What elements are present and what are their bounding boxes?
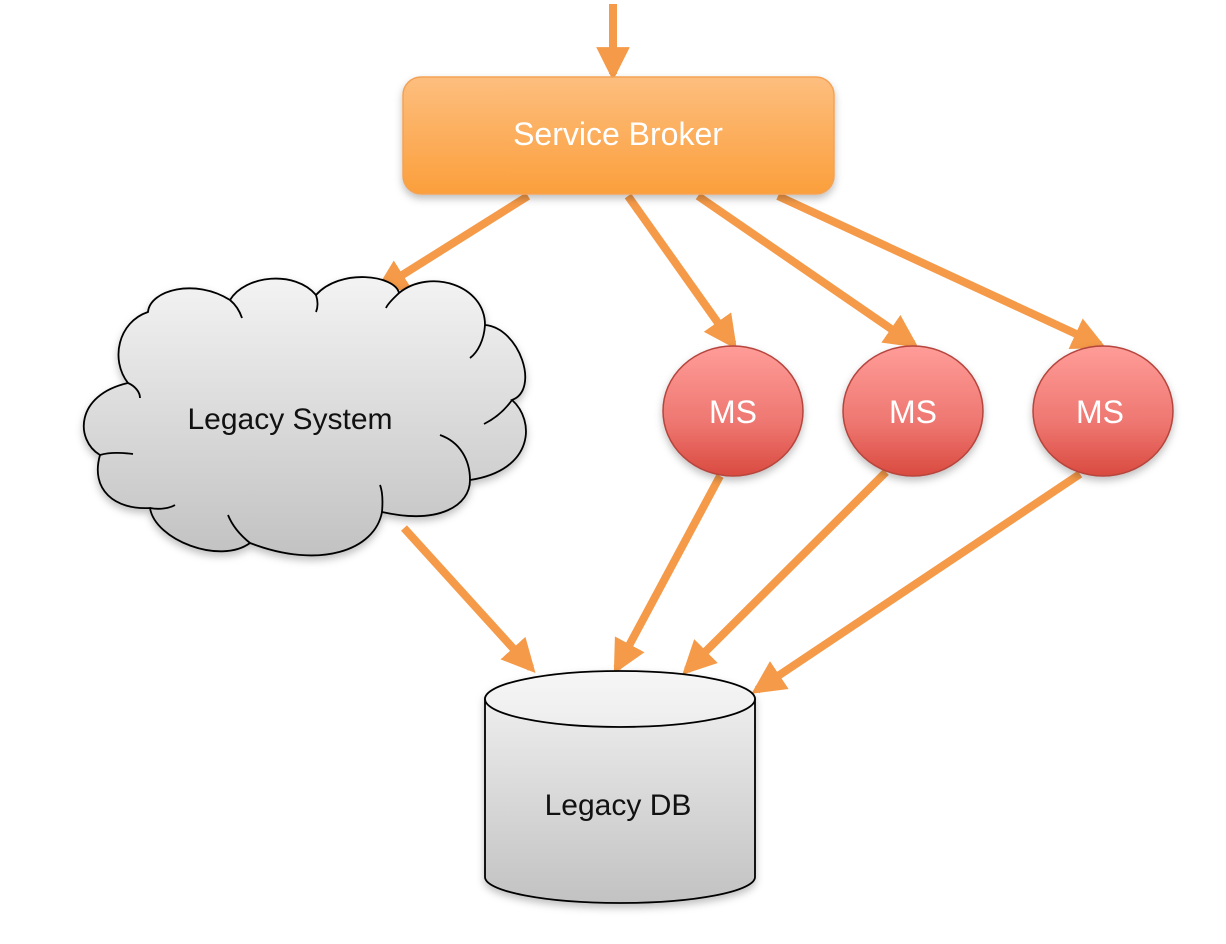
- arrow-broker-to-ms2: [695, 192, 919, 348]
- ms-label-1: MS: [709, 394, 757, 430]
- arrow-broker-to-legacy-system: [374, 192, 531, 293]
- ms-node-2[interactable]: [842, 345, 984, 477]
- ms-label-3: MS: [1076, 394, 1124, 430]
- arrow-ms1-to-db: [613, 474, 724, 674]
- cloud-inner-arcs: [99, 292, 513, 544]
- ms-ellipse: [1032, 345, 1174, 477]
- legacy-system-label: Legacy System: [187, 403, 392, 436]
- service-broker-node[interactable]: [402, 76, 835, 195]
- service-broker-label: Service Broker: [513, 116, 723, 152]
- arrow-broker-to-ms3: [776, 192, 1107, 349]
- service-broker-box: [402, 76, 835, 195]
- legacy-db-node[interactable]: [484, 670, 756, 904]
- arrow-legacy-system-to-db: [401, 525, 536, 673]
- ms-node-3[interactable]: [1032, 345, 1174, 477]
- ms-ellipse: [842, 345, 984, 477]
- cylinder-top: [484, 670, 756, 728]
- legacy-db-label: Legacy DB: [545, 789, 692, 822]
- edges: [374, 4, 1107, 694]
- arrow-broker-to-ms1: [624, 193, 737, 350]
- ms-ellipse: [662, 345, 804, 477]
- ms-node-1[interactable]: [662, 345, 804, 477]
- arrow-ms2-to-db: [682, 469, 889, 675]
- ms-label-2: MS: [889, 394, 937, 430]
- arrow-ms3-to-db: [751, 470, 1083, 694]
